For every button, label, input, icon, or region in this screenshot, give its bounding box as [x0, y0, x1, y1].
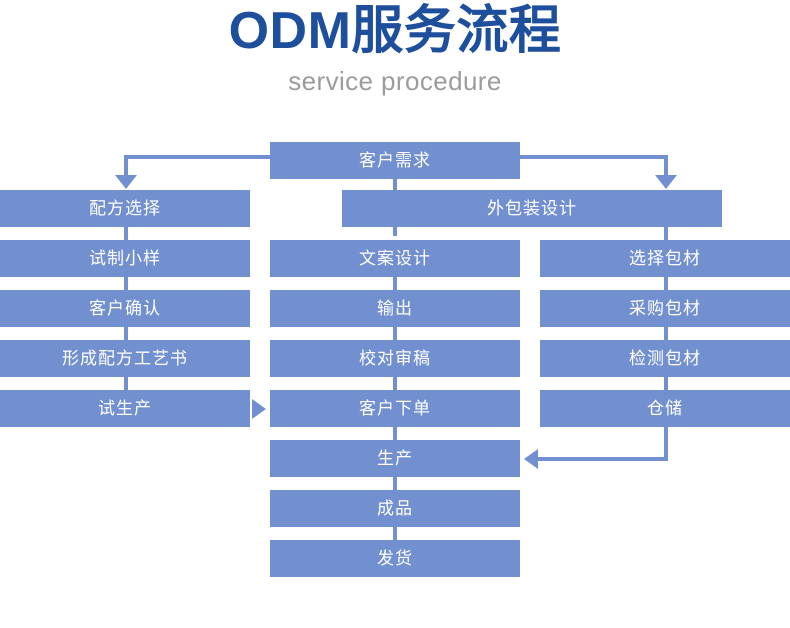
arrow-right-to-customer-order	[252, 399, 266, 419]
connector-left-2	[124, 277, 128, 290]
connector-middle-1	[393, 277, 397, 290]
node-customer-order[interactable]: 客户下单	[270, 390, 520, 427]
node-formula-process-document[interactable]: 形成配方工艺书	[0, 340, 250, 377]
arrow-left-to-production	[524, 449, 538, 469]
node-purchase-packaging-material[interactable]: 采购包材	[540, 290, 790, 327]
node-trial-sample[interactable]: 试制小样	[0, 240, 250, 277]
connector-left-drop	[124, 155, 128, 177]
connector-root-to-left	[124, 155, 274, 159]
connector-left-3	[124, 327, 128, 340]
connector-warehousing-to-production	[538, 457, 668, 461]
node-packaging-design[interactable]: 外包装设计	[342, 190, 722, 227]
node-copywriting-design[interactable]: 文案设计	[270, 240, 520, 277]
page-title: ODM服务流程	[228, 2, 562, 60]
connector-middle-5	[393, 477, 397, 490]
connector-root-to-right	[516, 155, 668, 159]
connector-right-3	[664, 377, 668, 390]
connector-middle-4	[393, 427, 397, 440]
node-production[interactable]: 生产	[270, 440, 520, 477]
node-select-packaging-material[interactable]: 选择包材	[540, 240, 790, 277]
node-proofreading[interactable]: 校对审稿	[270, 340, 520, 377]
node-output[interactable]: 输出	[270, 290, 520, 327]
connector-left-4	[124, 377, 128, 390]
node-shipment[interactable]: 发货	[270, 540, 520, 577]
node-formula-selection[interactable]: 配方选择	[0, 190, 250, 227]
node-warehousing[interactable]: 仓储	[540, 390, 790, 427]
connector-right-2	[664, 327, 668, 340]
connector-right-drop	[664, 155, 668, 177]
connector-middle-2	[393, 327, 397, 340]
connector-left-1	[124, 227, 128, 240]
connector-middle-6	[393, 527, 397, 540]
page-header: ODM服务流程 service procedure	[0, 0, 790, 96]
arrow-down-to-formula-selection	[115, 175, 137, 189]
connector-right-1	[664, 277, 668, 290]
node-customer-requirement[interactable]: 客户需求	[270, 142, 520, 179]
arrow-down-to-packaging-design	[655, 175, 677, 189]
connector-packaging-design-to-select-material	[664, 227, 668, 240]
node-customer-confirmation[interactable]: 客户确认	[0, 290, 250, 327]
page-subtitle: service procedure	[288, 66, 502, 96]
connector-warehousing-down	[664, 427, 668, 461]
node-inspect-packaging-material[interactable]: 检测包材	[540, 340, 790, 377]
node-trial-production[interactable]: 试生产	[0, 390, 250, 427]
connector-middle-3	[393, 377, 397, 390]
node-finished-product[interactable]: 成品	[270, 490, 520, 527]
